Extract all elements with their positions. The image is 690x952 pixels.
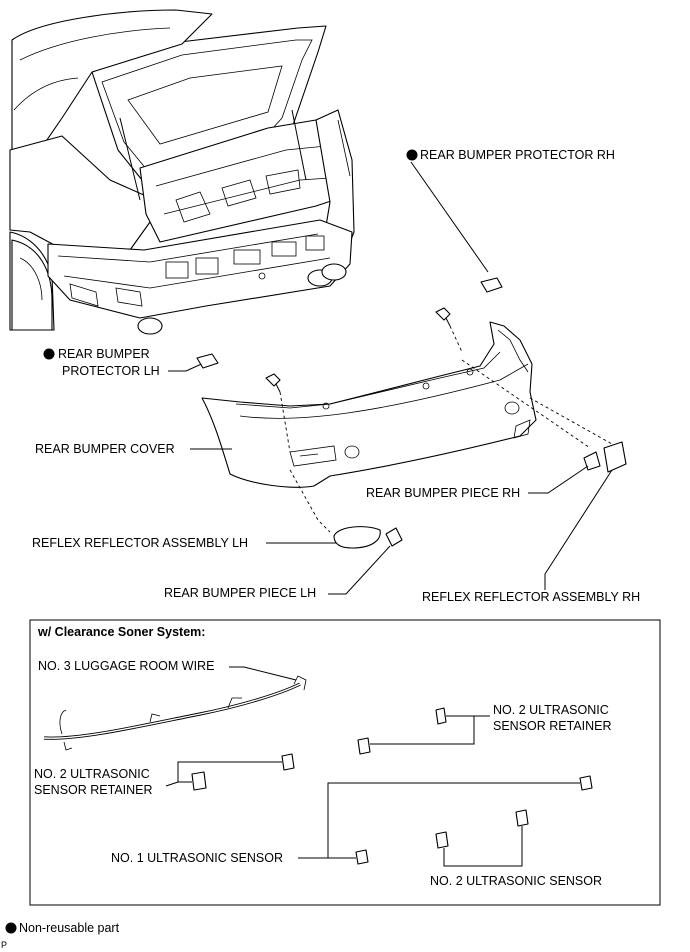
luggage-room-wire-label: NO. 3 LUGGAGE ROOM WIRE [38,659,214,673]
rear-bumper-piece-rh-label: REAR BUMPER PIECE RH [366,486,520,500]
retainer-left-label-line1: NO. 2 ULTRASONIC [34,767,150,781]
retainer-right-label-line2: SENSOR RETAINER [493,719,612,733]
rear-bumper-piece-rh: REAR BUMPER PIECE RH [366,451,601,500]
luggage-room-wire: NO. 3 LUGGAGE ROOM WIRE [38,659,307,751]
filled-circle-icon [5,922,17,934]
bumper-screw-left [265,373,281,393]
legend: Non-reusable part P [1,921,120,950]
non-reusable-marker-icon [406,149,418,161]
ultrasonic-sensor-retainer-right: NO. 2 ULTRASONIC SENSOR RETAINER [357,703,612,755]
retainer-left-label-line2: SENSOR RETAINER [34,783,153,797]
rear-bumper-piece-lh-label: REAR BUMPER PIECE LH [164,586,316,600]
ultrasonic-sensor-no1-label: NO. 1 ULTRASONIC SENSOR [111,851,283,865]
bumper-screw-right [435,307,451,327]
clearance-sonar-box-title: w/ Clearance Soner System: [37,625,205,639]
rear-bumper-protector-lh-label-line1: REAR BUMPER [58,347,150,361]
retainer-right-label-line1: NO. 2 ULTRASONIC [493,703,609,717]
ultrasonic-sensor-retainer-left: NO. 2 ULTRASONIC SENSOR RETAINER [34,753,295,797]
ultrasonic-sensor-no1: NO. 1 ULTRASONIC SENSOR [111,775,593,865]
ultrasonic-sensor-no2: NO. 2 ULTRASONIC SENSOR [430,809,602,888]
vehicle-rear-illustration [9,9,355,335]
clearance-sonar-box: w/ Clearance Soner System: NO. 3 LUGGAGE… [29,619,661,906]
rear-bumper-protector-rh-label: REAR BUMPER PROTECTOR RH [420,148,615,162]
rear-bumper-cover: REAR BUMPER COVER [35,321,537,488]
legend-non-reusable-text: Non-reusable part [19,921,120,935]
reflex-reflector-assembly-lh: REFLEX REFLECTOR ASSEMBLY LH [32,526,381,550]
reflex-reflector-assembly-rh-label: REFLEX REFLECTOR ASSEMBLY RH [422,590,640,604]
rear-bumper-protector-rh: REAR BUMPER PROTECTOR RH [406,148,615,293]
rear-bumper-protector-lh-label-line2: PROTECTOR LH [62,364,160,378]
rear-bumper-protector-lh: REAR BUMPER PROTECTOR LH [43,347,219,378]
non-reusable-marker-icon [43,348,55,360]
corner-mark: P [1,940,7,950]
rear-bumper-piece-lh: REAR BUMPER PIECE LH [164,527,403,600]
reflex-reflector-assembly-lh-label: REFLEX REFLECTOR ASSEMBLY LH [32,536,248,550]
rear-bumper-cover-label: REAR BUMPER COVER [35,442,175,456]
ultrasonic-sensor-no2-label: NO. 2 ULTRASONIC SENSOR [430,874,602,888]
reflex-reflector-assembly-rh: REFLEX REFLECTOR ASSEMBLY RH [422,441,640,604]
